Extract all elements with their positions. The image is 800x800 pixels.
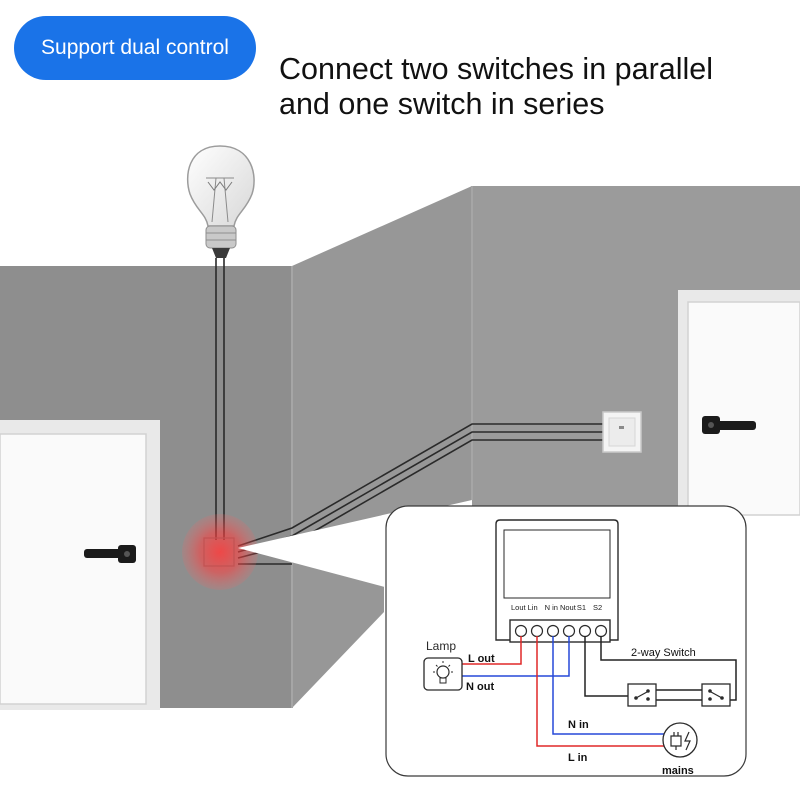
headline: Connect two switches in parallel and one… [279, 52, 789, 122]
two-way-switch-icon [627, 683, 657, 707]
terminal-screw-lout [514, 624, 528, 638]
terminal-screws [514, 624, 608, 638]
wire-n-out [462, 636, 570, 677]
headline-line-1: Connect two switches in parallel [279, 52, 713, 86]
terminal-label-lout: Lout [511, 603, 527, 612]
door-handle-icon [702, 416, 756, 434]
wire-l-in [536, 636, 664, 747]
badge-label: Support dual control [41, 36, 229, 59]
two-way-switch-icon [701, 683, 731, 707]
callout-pointer [238, 512, 396, 590]
support-dual-control-badge: Support dual control [14, 16, 256, 80]
terminal-label-lin: Lin [528, 603, 538, 612]
terminal-screw-nout [562, 624, 576, 638]
terminal-screw-nin [546, 624, 560, 638]
lamp-icon [423, 657, 463, 691]
terminal-screw-lin [530, 624, 544, 638]
right-door [678, 290, 800, 516]
terminal-screw-s1 [578, 624, 592, 638]
wire-s2 [600, 636, 737, 701]
wire-s1 [584, 636, 628, 697]
wire-l-out [462, 636, 522, 665]
mains-label: mains [662, 765, 694, 777]
n-in-label: N in [568, 719, 589, 731]
terminal-label-s2: S2 [593, 603, 602, 612]
terminal-label-nin: N in [545, 603, 558, 612]
ceiling-wires [215, 258, 225, 540]
mains-plug-icon [662, 722, 698, 758]
l-out-label: L out [468, 653, 495, 665]
left-door [0, 420, 160, 710]
light-bulb-icon [186, 145, 255, 258]
angled-wall [292, 186, 472, 708]
headline-line-2: and one switch in series [279, 87, 605, 121]
wire-n-in [552, 636, 664, 735]
smart-module-location [182, 514, 258, 590]
terminal-label-nout: Nout [560, 603, 577, 612]
two-way-switch-label: 2-way Switch [631, 647, 696, 659]
terminal-screw-s2 [594, 624, 608, 638]
terminal-label-s1: S1 [577, 603, 586, 612]
lamp-label: Lamp [426, 639, 456, 653]
door-handle-icon [84, 545, 136, 563]
wiring-lines [462, 636, 737, 747]
wall-switch-icon [602, 411, 642, 453]
l-in-label: L in [568, 752, 588, 764]
n-out-label: N out [466, 681, 494, 693]
